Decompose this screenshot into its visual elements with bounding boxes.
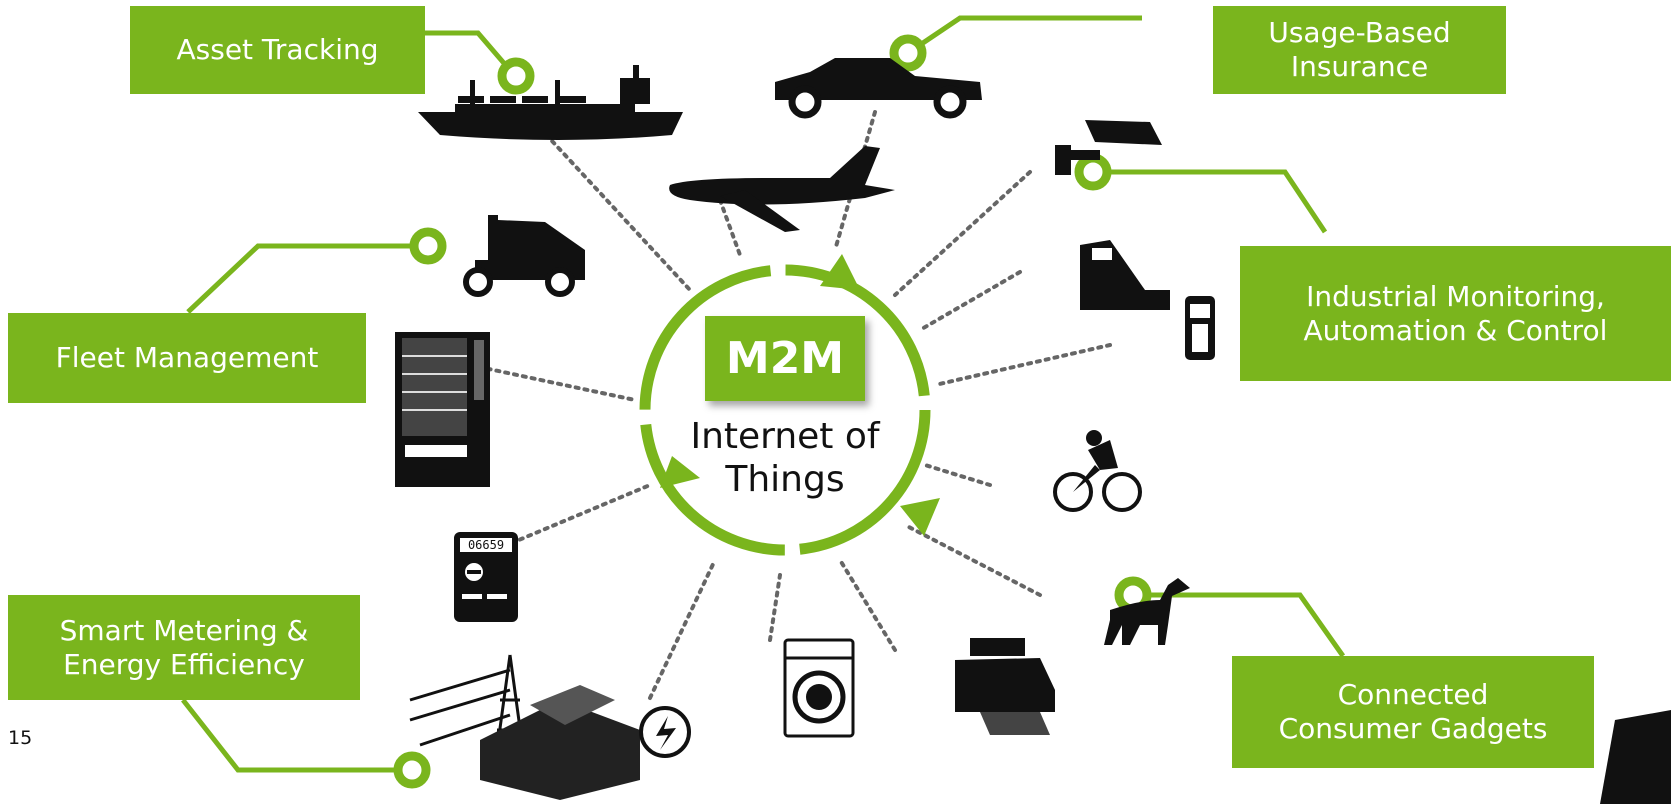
cash-register-icon bbox=[1080, 240, 1170, 310]
car-icon bbox=[775, 58, 982, 119]
corner-logo bbox=[1600, 710, 1671, 804]
connected-gadgets-label: Connected Consumer Gadgets bbox=[1232, 656, 1594, 768]
asset-tracking-label: Asset Tracking bbox=[130, 6, 425, 94]
usage-based-insurance-label: Usage-Based Insurance bbox=[1213, 6, 1506, 94]
meter-reading: 06659 bbox=[468, 538, 504, 552]
connector-lines bbox=[181, 15, 1346, 773]
washing-machine-icon bbox=[783, 638, 855, 738]
electric-meter-icon bbox=[454, 532, 518, 622]
page-number: 15 bbox=[8, 727, 33, 749]
smart-metering-label: Smart Metering & Energy Efficiency bbox=[8, 595, 360, 700]
semi-truck-icon bbox=[463, 215, 585, 297]
airplane-icon bbox=[669, 146, 895, 232]
vending-machine-icon bbox=[395, 332, 490, 487]
fleet-management-label: Fleet Management bbox=[8, 313, 366, 403]
dog-icon bbox=[1104, 578, 1190, 645]
printer-icon bbox=[955, 638, 1055, 735]
power-plant-icon bbox=[409, 654, 691, 800]
handheld-terminal-icon bbox=[1185, 296, 1215, 360]
m2m-badge: M2M bbox=[705, 316, 865, 401]
cargo-ship-icon bbox=[418, 65, 683, 140]
security-camera-icon bbox=[1055, 120, 1162, 175]
cycle-ring bbox=[639, 254, 940, 556]
connector-rings bbox=[393, 34, 1152, 789]
industrial-monitoring-label: Industrial Monitoring, Automation & Cont… bbox=[1240, 246, 1671, 381]
cyclist-icon bbox=[1053, 430, 1142, 512]
iot-title: Internet of Things bbox=[690, 416, 880, 501]
